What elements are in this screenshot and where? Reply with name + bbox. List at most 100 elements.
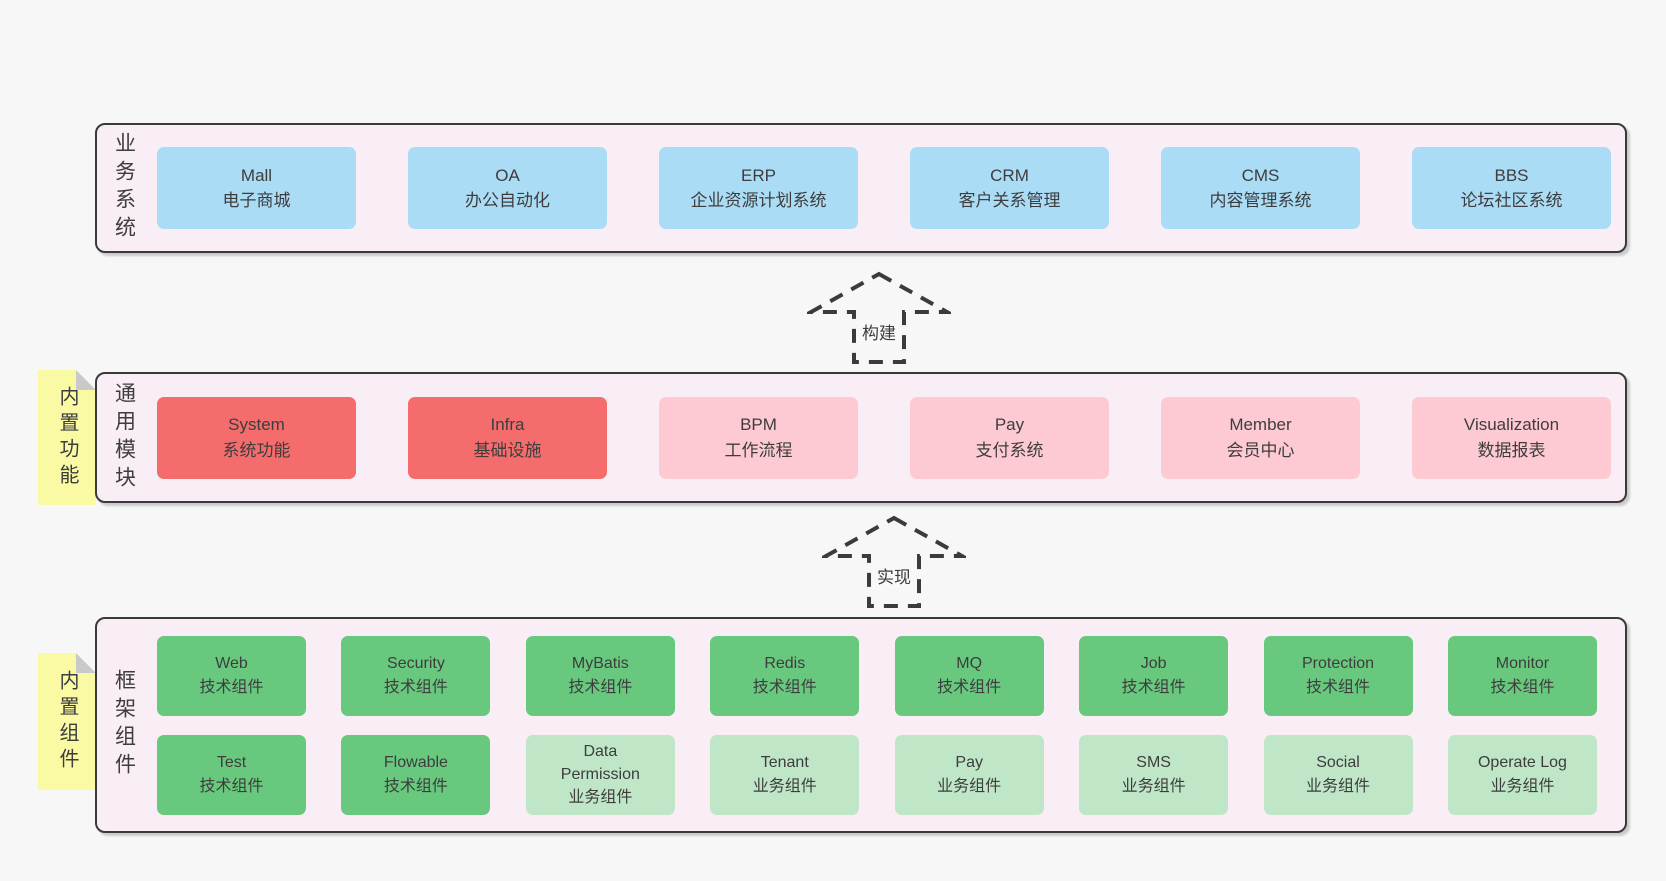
box-title: MQ: [956, 655, 983, 673]
folded-corner-icon: [76, 370, 96, 390]
box-pay: Pay 业务组件: [894, 734, 1044, 815]
box-subtitle: 系统功能: [222, 440, 291, 460]
up-arrow-icon: [822, 515, 966, 608]
box-flowable: Flowable 技术组件: [341, 734, 491, 815]
sticky-tab-label: 内置功能: [56, 385, 78, 490]
box-title: SMS: [1136, 754, 1171, 772]
box-row: Test 技术组件 Flowable 技术组件 Data Permission …: [157, 734, 1597, 815]
box-title: BPM: [740, 415, 777, 434]
box-test: Test 技术组件: [157, 734, 306, 815]
box-title: ERP: [741, 165, 776, 185]
panel-content: System 系统功能 Infra 基础设施 BPM 工作流程 Pay 支付系统…: [151, 374, 1625, 501]
box-social: Social 业务组件: [1263, 734, 1413, 815]
panel-common-modules: 通用模块 System 系统功能 Infra 基础设施 BPM 工作流程 Pay…: [95, 372, 1627, 503]
box-subtitle: 技术组件: [752, 678, 817, 696]
up-arrow-icon: [807, 271, 951, 364]
box-subtitle: 工作流程: [724, 440, 793, 460]
box-oa: OA 办公自动化: [408, 147, 607, 229]
box-row: System 系统功能 Infra 基础设施 BPM 工作流程 Pay 支付系统…: [157, 396, 1611, 479]
box-redis: Redis 技术组件: [710, 635, 860, 716]
box-subtitle: 技术组件: [383, 777, 448, 795]
box-title: Tenant: [760, 754, 809, 772]
box-subtitle: 技术组件: [199, 777, 264, 795]
box-title: CRM: [990, 165, 1029, 185]
box-subtitle: 业务组件: [1121, 777, 1186, 795]
box-job: Job 技术组件: [1079, 635, 1229, 716]
box-subtitle: 技术组件: [1490, 678, 1555, 696]
box-title: Mall: [240, 165, 273, 185]
box-title: Operate Log: [1477, 754, 1567, 772]
panel-label: 业务系统: [112, 132, 136, 244]
panel-framework-components: 框架组件 Web 技术组件 Security 技术组件 MyBatis 技术组件…: [95, 617, 1627, 833]
box-mall: Mall 电子商城: [157, 147, 356, 229]
box-title: Social: [1316, 754, 1360, 772]
implement-arrow: 实现: [822, 514, 966, 610]
box-title: Monitor: [1495, 655, 1550, 673]
box-crm: CRM 客户关系管理: [910, 147, 1109, 229]
box-subtitle: 基础设施: [473, 440, 542, 460]
box-mybatis: MyBatis 技术组件: [525, 635, 675, 716]
box-subtitle: 企业资源计划系统: [690, 191, 827, 210]
box-title: OA: [495, 165, 520, 185]
box-web: Web 技术组件: [157, 635, 306, 716]
panel-label: 通用模块: [112, 381, 136, 494]
box-title: Flowable: [383, 754, 448, 772]
box-protection: Protection 技术组件: [1263, 635, 1413, 716]
box-subtitle: 技术组件: [937, 678, 1002, 696]
box-subtitle: 技术组件: [568, 678, 633, 696]
box-subtitle: 办公自动化: [465, 191, 550, 210]
panel-label-column: 框架组件: [97, 619, 151, 831]
box-subtitle: 客户关系管理: [958, 191, 1061, 210]
box-mq: MQ 技术组件: [894, 635, 1044, 716]
panel-label-column: 业务系统: [97, 125, 151, 251]
arrow-label: 实现: [872, 562, 916, 589]
box-subtitle: 业务组件: [1306, 777, 1371, 795]
box-subtitle: 内容管理系统: [1209, 191, 1312, 210]
box-title: Job: [1140, 655, 1167, 673]
box-subtitle: 论坛社区系统: [1460, 191, 1563, 210]
box-subtitle: 技术组件: [383, 678, 448, 696]
box-title: Protection: [1302, 655, 1375, 673]
box-title: Infra: [490, 415, 525, 434]
box-subtitle: 技术组件: [1306, 678, 1371, 696]
box-title: Web: [215, 655, 248, 673]
box-title: Redis: [764, 655, 806, 673]
box-subtitle: 会员中心: [1226, 440, 1295, 460]
sticky-note-tab-builtin-components: 内置组件: [38, 653, 96, 790]
box-title: MyBatis: [571, 655, 629, 673]
box-title: Member: [1229, 415, 1292, 434]
box-title: BBS: [1494, 165, 1529, 185]
box-title: Pay: [994, 415, 1025, 434]
box-title: Security: [387, 655, 445, 673]
box-bbs: BBS 论坛社区系统: [1412, 147, 1611, 229]
box-title: CMS: [1241, 165, 1280, 185]
box-monitor: Monitor 技术组件: [1447, 635, 1597, 716]
box-row: Mall 电子商城 OA 办公自动化 ERP 企业资源计划系统 CRM 客户关系…: [157, 147, 1611, 229]
panel-label: 框架组件: [112, 669, 136, 781]
box-system: System 系统功能: [157, 396, 356, 479]
box-security: Security 技术组件: [341, 635, 491, 716]
box-infra: Infra 基础设施: [408, 396, 607, 479]
box-subtitle: 技术组件: [199, 678, 264, 696]
box-cms: CMS 内容管理系统: [1161, 147, 1360, 229]
panel-content: Mall 电子商城 OA 办公自动化 ERP 企业资源计划系统 CRM 客户关系…: [151, 125, 1625, 251]
box-subtitle: 支付系统: [975, 440, 1044, 460]
box-member: Member 会员中心: [1161, 396, 1360, 479]
box-title: Test: [216, 754, 247, 772]
panel-label-column: 通用模块: [97, 374, 151, 501]
sticky-note-tab-builtin-features: 内置功能: [38, 370, 96, 505]
box-visualization: Visualization 数据报表: [1412, 396, 1611, 479]
arrow-label: 构建: [857, 318, 901, 345]
sticky-tab-label: 内置组件: [56, 669, 78, 774]
build-arrow: 构建: [807, 270, 951, 366]
panel-business-systems: 业务系统 Mall 电子商城 OA 办公自动化 ERP 企业资源计划系统 CRM…: [95, 123, 1627, 253]
box-title: System: [228, 415, 285, 434]
box-title: Pay: [955, 754, 983, 772]
box-pay: Pay 支付系统: [910, 396, 1109, 479]
box-bpm: BPM 工作流程: [659, 396, 858, 479]
box-subtitle: 业务组件: [568, 789, 633, 807]
box-title: Visualization: [1463, 415, 1560, 434]
box-title: Data Permission: [560, 742, 640, 783]
box-row: Web 技术组件 Security 技术组件 MyBatis 技术组件 Redi…: [157, 635, 1597, 716]
